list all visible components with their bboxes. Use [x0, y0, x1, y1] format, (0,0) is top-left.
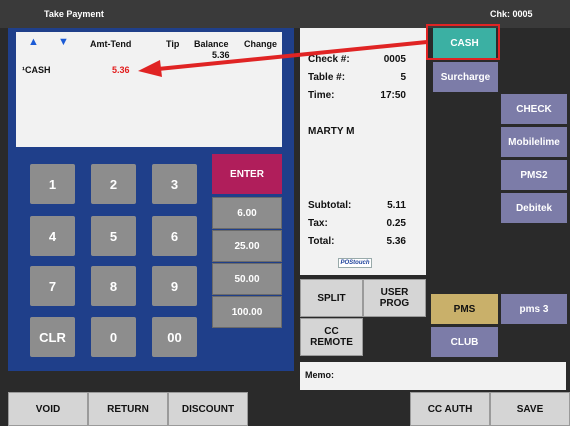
col-balance: Balance: [194, 39, 229, 49]
tax-value: 0.25: [386, 218, 406, 229]
debitek-button[interactable]: Debitek: [501, 193, 567, 223]
key-3[interactable]: 3: [152, 164, 197, 204]
total-label: Total:: [308, 236, 335, 247]
memo-label: Memo:: [305, 370, 334, 380]
key-0[interactable]: 0: [91, 317, 136, 357]
col-tip: Tip: [166, 39, 180, 49]
balance-value: 5.36: [212, 50, 230, 60]
discount-button[interactable]: DISCOUNT: [168, 392, 248, 426]
split-button[interactable]: SPLIT: [300, 279, 363, 317]
tender-row-name[interactable]: ¹CASH: [22, 65, 51, 75]
col-amt-tend: Amt-Tend: [90, 39, 132, 49]
cash-highlight-box: [426, 24, 500, 60]
check-button[interactable]: CHECK: [501, 94, 567, 124]
tender-list: ▲ ▼ Amt-Tend Tip Balance Change 5.36 ¹CA…: [16, 32, 282, 147]
time-label: Time:: [308, 90, 335, 101]
key-2[interactable]: 2: [91, 164, 136, 204]
cc-auth-button[interactable]: CC AUTH: [410, 392, 490, 426]
table-number-label: Table #:: [308, 72, 346, 83]
key-1[interactable]: 1: [30, 164, 75, 204]
return-button[interactable]: RETURN: [88, 392, 168, 426]
tender-row-amount: 5.36: [112, 65, 130, 75]
key-9[interactable]: 9: [152, 266, 197, 306]
quick-amount-50[interactable]: 50.00: [212, 263, 282, 295]
key-7[interactable]: 7: [30, 266, 75, 306]
server-name: MARTY M: [308, 126, 355, 137]
cash-button[interactable]: CASH: [433, 28, 496, 58]
postouch-logo: POStouch: [338, 258, 372, 268]
time-value: 17:50: [380, 90, 406, 101]
total-value: 5.36: [386, 236, 406, 247]
title-bar: Take Payment Chk: 0005: [0, 0, 570, 28]
key-clear[interactable]: CLR: [30, 317, 75, 357]
window-title: Take Payment: [44, 9, 104, 19]
surcharge-button[interactable]: Surcharge: [433, 62, 498, 92]
pms-button[interactable]: PMS: [431, 294, 498, 324]
quick-amount-100[interactable]: 100.00: [212, 296, 282, 328]
bottom-toolbar: VOID RETURN DISCOUNT CC AUTH SAVE: [0, 392, 570, 426]
key-4[interactable]: 4: [30, 216, 75, 256]
col-change: Change: [244, 39, 278, 49]
enter-button[interactable]: ENTER: [212, 154, 282, 194]
key-5[interactable]: 5: [91, 216, 136, 256]
user-prog-button[interactable]: USER PROG: [363, 279, 426, 317]
key-00[interactable]: 00: [152, 317, 197, 357]
subtotal-value: 5.11: [387, 200, 406, 211]
tax-label: Tax:: [308, 218, 328, 229]
pms2-button[interactable]: PMS2: [501, 160, 567, 190]
scroll-up-icon[interactable]: ▲: [28, 36, 39, 48]
quick-amount-25[interactable]: 25.00: [212, 230, 282, 262]
save-button[interactable]: SAVE: [490, 392, 570, 426]
void-button[interactable]: VOID: [8, 392, 88, 426]
pms3-button[interactable]: pms 3: [501, 294, 567, 324]
check-number-value: 0005: [383, 54, 406, 65]
key-6[interactable]: 6: [152, 216, 197, 256]
cc-remote-button[interactable]: CC REMOTE: [300, 318, 363, 356]
club-button[interactable]: CLUB: [431, 327, 498, 357]
table-number-value: 5: [400, 72, 406, 83]
subtotal-label: Subtotal:: [308, 200, 352, 211]
key-8[interactable]: 8: [91, 266, 136, 306]
check-summary: Check #: 0005 Table #: 5 Time: 17:50 MAR…: [300, 28, 426, 275]
quick-amount-6[interactable]: 6.00: [212, 197, 282, 229]
check-number-label: Check #:: [308, 54, 350, 65]
scroll-down-icon[interactable]: ▼: [58, 36, 69, 48]
check-number-header: Chk: 0005: [490, 9, 533, 19]
mobilelime-button[interactable]: Mobilelime: [501, 127, 567, 157]
memo-field[interactable]: Memo:: [300, 362, 566, 390]
